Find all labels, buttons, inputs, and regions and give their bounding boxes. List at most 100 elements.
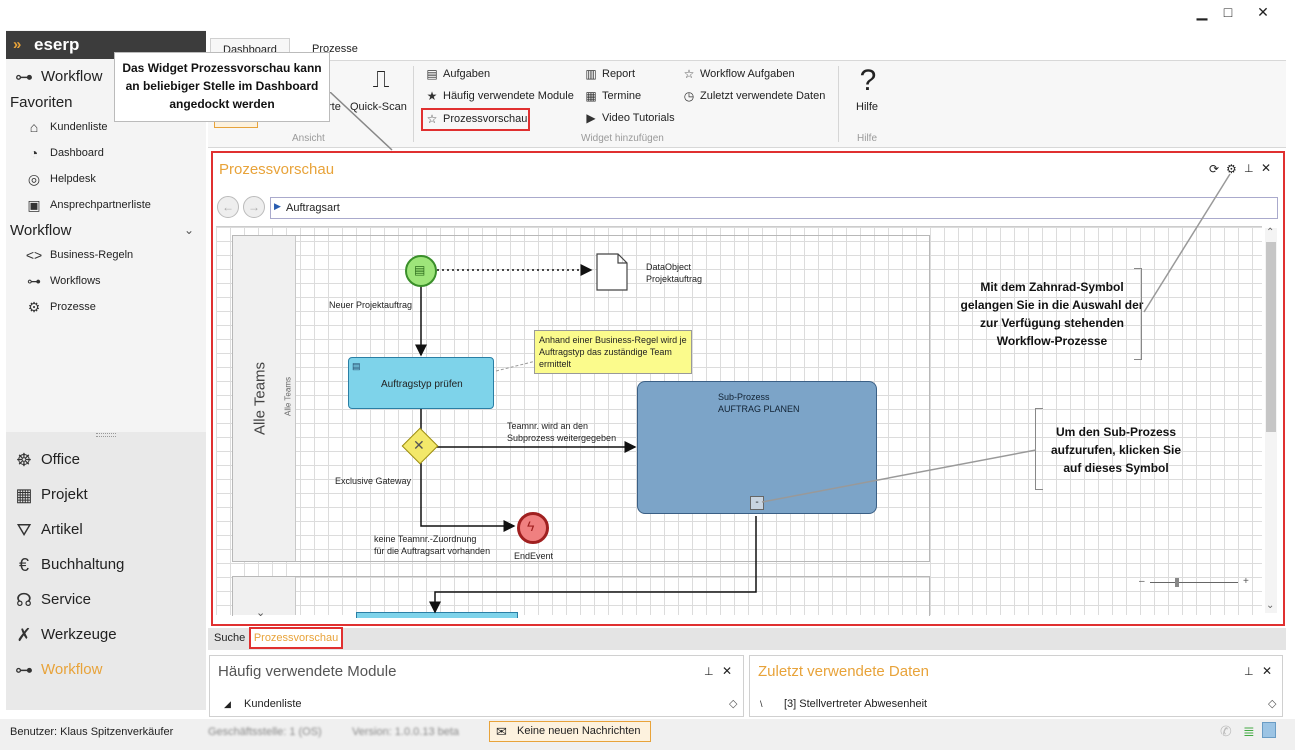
status-branch: Geschäftsstelle: 1 (OS) <box>208 726 322 738</box>
btn-zuletzt-daten[interactable]: ◷Zuletzt verwendete Daten <box>683 89 826 103</box>
btn-prozessvorschau[interactable]: ☆Prozessvorschau <box>421 108 530 131</box>
panel-left-title: Häufig verwendete Module <box>218 663 397 680</box>
module-artikel[interactable]: ⛛Artikel <box>12 516 82 544</box>
annotation-business-rule: Anhand einer Business-Regel wird je Auft… <box>534 330 692 374</box>
video-icon: ▶ <box>586 111 596 125</box>
zoom-in-icon[interactable]: + <box>1243 576 1249 587</box>
workflow-icon: ⊶ <box>15 660 33 680</box>
end-event[interactable] <box>517 512 549 544</box>
help-button[interactable]: Hilfe <box>856 101 879 113</box>
fav-helpdesk[interactable]: ◎Helpdesk <box>24 169 96 189</box>
ansicht-partial-label: rte <box>328 101 341 113</box>
pin-icon[interactable]: ⊥ <box>1244 163 1254 175</box>
swimlane-header <box>233 236 296 561</box>
help-icon[interactable]: ? <box>859 64 877 97</box>
scrollbar-thumb[interactable] <box>1266 242 1276 432</box>
breadcrumb-bar[interactable] <box>270 197 1278 219</box>
maximize-button[interactable]: □ <box>1223 4 1233 20</box>
btn-aufgaben[interactable]: ▤Aufgaben <box>426 67 491 81</box>
phone-icon[interactable]: ✆ <box>1220 723 1232 739</box>
module-buchhaltung[interactable]: €Buchhaltung <box>12 551 124 579</box>
btn-workflow-aufgaben[interactable]: ☆Workflow Aufgaben <box>683 67 795 81</box>
code-icon: <> <box>25 247 43 263</box>
callout-subprocess: Um den Sub-Prozess aufzurufen, klicken S… <box>1050 425 1182 475</box>
close-icon[interactable]: ✕ <box>1262 664 1273 678</box>
data-object-icon[interactable] <box>596 253 628 291</box>
fav-ansprechpartnerliste[interactable]: ▣Ansprechpartnerliste <box>24 195 151 215</box>
euro-icon: € <box>18 555 29 575</box>
bracket-left <box>1035 408 1043 490</box>
close-icon[interactable]: ✕ <box>722 664 733 678</box>
calendar-icon: ▦ <box>585 89 597 103</box>
status-user: Benutzer: Klaus Spitzenverkäufer <box>10 726 174 738</box>
bracket-right <box>1134 268 1142 360</box>
wf-business-regeln[interactable]: <>Business-Regeln <box>25 247 134 263</box>
task-auftragstyp[interactable] <box>348 357 494 409</box>
fav-dashboard[interactable]: ◔Dashboard <box>24 143 104 163</box>
callout-pointer-line <box>761 449 1037 503</box>
expand-icon[interactable]: ◢ <box>224 699 231 709</box>
scroll-up-icon[interactable]: ⌃ <box>1266 227 1275 238</box>
module-office[interactable]: ☸Office <box>12 446 80 474</box>
callout-pointer-line <box>1143 173 1231 313</box>
diagram-connectors <box>415 264 757 614</box>
nav-workflow-header[interactable]: ⊶ Workflow <box>12 63 102 91</box>
screen-icon[interactable] <box>1262 722 1276 738</box>
back-button[interactable]: ← <box>217 196 239 218</box>
splitter-handle[interactable] <box>96 433 116 437</box>
module-workflow[interactable]: ⊶Workflow <box>12 656 102 684</box>
fav-kundenliste[interactable]: ⌂Kundenliste <box>24 117 108 137</box>
zoom-slider[interactable] <box>1150 582 1238 583</box>
history-icon: ◷ <box>683 89 695 103</box>
module-werkzeuge[interactable]: ✗Werkzeuge <box>12 621 116 649</box>
minimize-button[interactable]: ▁ <box>1196 4 1208 20</box>
module-service[interactable]: ☊Service <box>12 586 91 614</box>
tab-prozessvorschau[interactable]: Prozessvorschau <box>249 627 343 649</box>
zoom-out-icon[interactable]: – <box>1139 576 1145 587</box>
btn-video-tutorials[interactable]: ▶Video Tutorials <box>584 108 674 128</box>
home-icon: ⌂ <box>29 119 39 135</box>
expand-icon[interactable]: \ <box>760 699 763 709</box>
panel-left-item[interactable]: Kundenliste <box>244 698 302 710</box>
gear-icon[interactable]: ⚙ <box>1226 162 1237 176</box>
star-icon: ★ <box>426 89 438 103</box>
wf-workflows[interactable]: ⊶Workflows <box>24 271 101 291</box>
wf-prozesse[interactable]: ⚙Prozesse <box>24 297 96 317</box>
quickscan-button[interactable]: Quick-Scan <box>350 101 407 113</box>
scroll-down-icon[interactable]: ⌄ <box>1266 600 1275 611</box>
star-outline-icon: ☆ <box>683 67 695 81</box>
subprocess-auftrag-planen[interactable] <box>637 381 877 514</box>
subprocess-expand-button[interactable]: - <box>750 496 764 510</box>
refresh-icon[interactable]: ⟳ <box>1209 162 1220 176</box>
workflow-section-title[interactable]: Workflow <box>10 222 72 239</box>
spinner-icon[interactable]: ◇ <box>1268 698 1277 710</box>
gauge-icon: ◔ <box>29 145 39 161</box>
logo-mark-icon: » <box>13 36 22 53</box>
module-projekt[interactable]: ▦Projekt <box>12 481 87 509</box>
module-panel <box>6 432 206 710</box>
btn-haeufig-module[interactable]: ★Häufig verwendete Module <box>426 89 574 103</box>
start-event[interactable] <box>405 255 437 287</box>
panel-right-item[interactable]: [3] Stellvertreter Abwesenheit <box>784 698 928 710</box>
panel-haeufig-module <box>209 655 744 717</box>
close-icon[interactable]: ✕ <box>1261 161 1272 175</box>
database-icon[interactable]: ≣ <box>1243 723 1255 739</box>
pin-icon[interactable]: ⊥ <box>1244 666 1254 678</box>
callout-pointer-line <box>330 92 393 151</box>
zoom-slider-thumb[interactable] <box>1175 578 1179 587</box>
scanner-icon: ⎍ <box>372 66 390 93</box>
lane-collapse-icon[interactable]: ⌄ <box>256 607 266 619</box>
chevron-down-icon[interactable]: ⌄ <box>184 223 195 237</box>
btn-termine[interactable]: ▦Termine <box>585 89 642 103</box>
tab-suche[interactable]: Suche <box>214 632 246 644</box>
messages-button[interactable]: ✉ Keine neuen Nachrichten <box>489 721 651 742</box>
error-icon: ϟ <box>527 518 535 534</box>
flow-label-new: Neuer Projektauftrag <box>329 300 413 310</box>
pin-icon[interactable]: ⊥ <box>704 666 714 678</box>
btn-report[interactable]: ▥Report <box>585 67 636 81</box>
forward-button[interactable]: → <box>243 196 265 218</box>
close-button[interactable]: ✕ <box>1257 4 1269 20</box>
spinner-icon[interactable]: ◇ <box>729 698 738 710</box>
task-label: Auftragstyp prüfen <box>381 379 463 390</box>
bar-chart-icon: ▥ <box>585 67 597 81</box>
